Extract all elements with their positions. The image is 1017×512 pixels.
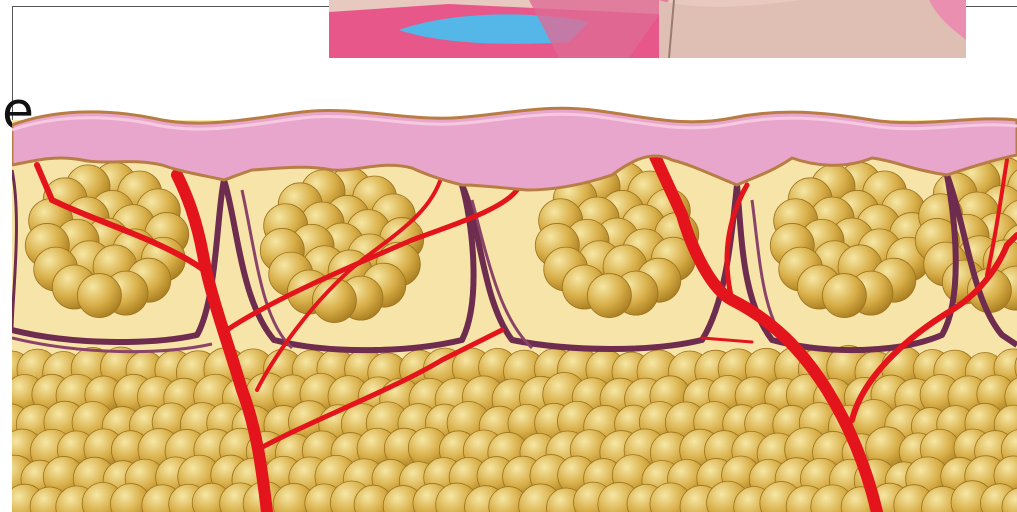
subcutaneous-fat-diagram — [12, 0, 1017, 512]
lobule-fat-cell — [587, 274, 631, 318]
lobule-fat-cell — [822, 274, 866, 318]
lobule-fat-cell — [77, 274, 121, 318]
